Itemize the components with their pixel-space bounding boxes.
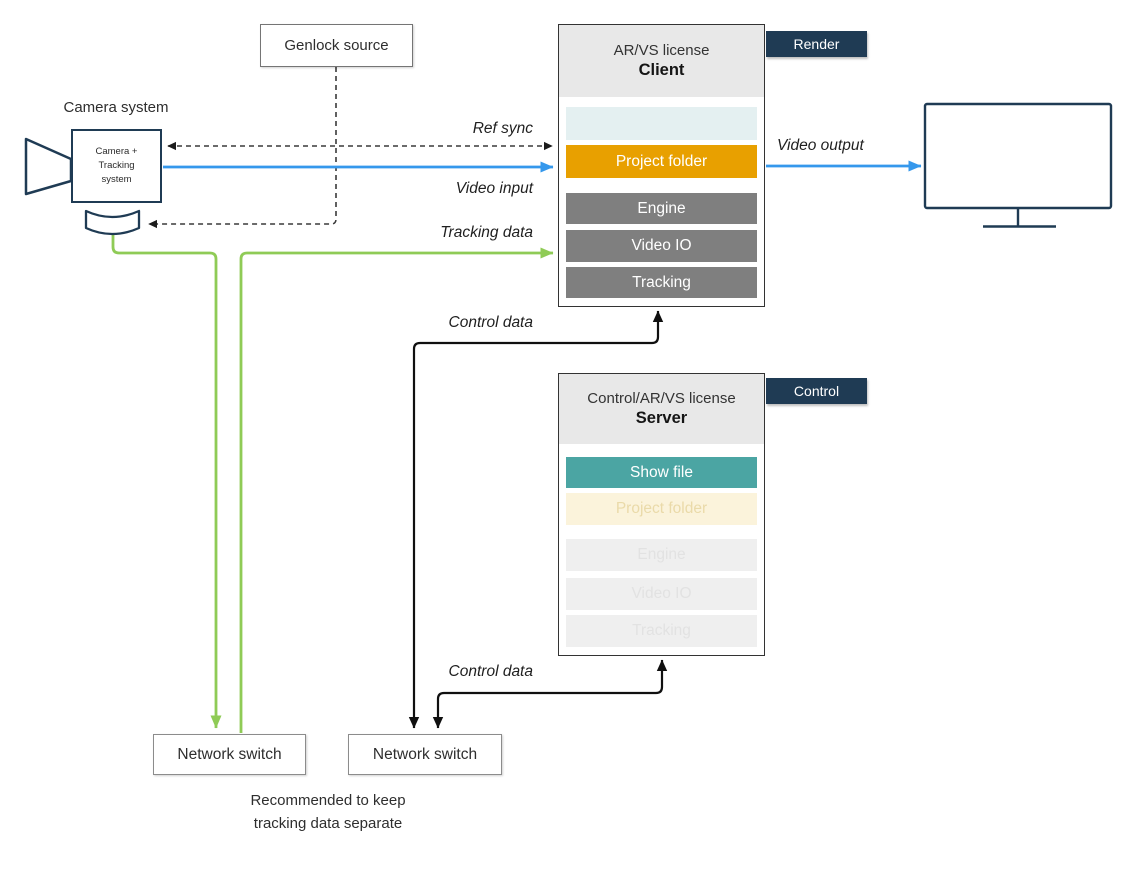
camera-tracking-drum-icon <box>84 209 141 236</box>
client-row-video-io: Video IO <box>566 230 757 262</box>
genlock-edge <box>148 67 337 229</box>
network-switch-right: Network switch <box>348 734 502 775</box>
client-body: Project folder Engine Video IO Tracking <box>559 107 764 298</box>
note-line2: tracking data separate <box>253 815 403 833</box>
server-row-engine: Engine <box>566 539 757 571</box>
tracking-to-client-edge <box>239 247 554 733</box>
control-data-server-label: Control data <box>448 663 533 680</box>
client-row-engine: Engine <box>566 193 757 224</box>
control-server-edge <box>432 659 668 729</box>
server-row-project-folder: Project folder <box>566 493 757 525</box>
camera-box-line1: Camera + <box>95 145 138 157</box>
camera-box-line3: system <box>101 174 132 186</box>
client-title: Client <box>638 61 685 79</box>
server-header: Control/AR/VS license Server <box>559 374 764 444</box>
genlock-source-node: Genlock source <box>260 24 413 67</box>
camera-lens-icon <box>24 137 73 196</box>
camera-system-title: Camera system <box>63 99 169 116</box>
server-row-video-io: Video IO <box>566 578 757 610</box>
network-switch-left: Network switch <box>153 734 306 775</box>
client-row-tracking: Tracking <box>566 267 757 298</box>
client-header: AR/VS license Client <box>559 25 764 97</box>
control-tag: Control <box>766 378 867 404</box>
ref-sync-label: Ref sync <box>472 120 533 137</box>
camera-system-node: Camera + Tracking system <box>71 129 162 203</box>
note-text: Recommended to keep tracking data separa… <box>218 789 438 836</box>
monitor-icon <box>923 102 1113 228</box>
client-node: AR/VS license Client Project folder Engi… <box>558 24 765 307</box>
client-subtitle: AR/VS license <box>613 42 710 59</box>
server-title: Server <box>635 409 688 427</box>
render-tag: Render <box>766 31 867 57</box>
control-client-edge <box>408 310 664 729</box>
server-row-show-file: Show file <box>566 457 757 488</box>
control-data-client-label: Control data <box>448 314 533 331</box>
tracking-to-switch-edge <box>111 234 222 729</box>
server-node: Control/AR/VS license Server Show file P… <box>558 373 765 656</box>
video-output-label: Video output <box>777 137 864 154</box>
client-row-empty <box>566 107 757 140</box>
server-row-tracking: Tracking <box>566 615 757 647</box>
tracking-data-label: Tracking data <box>440 224 533 241</box>
video-input-label: Video input <box>455 180 533 197</box>
note-line1: Recommended to keep <box>250 792 406 809</box>
server-subtitle: Control/AR/VS license <box>587 390 736 407</box>
camera-box-line2: Tracking <box>98 159 135 171</box>
server-body: Show file Project folder Engine Video IO… <box>559 457 764 647</box>
client-row-project-folder: Project folder <box>566 145 757 178</box>
